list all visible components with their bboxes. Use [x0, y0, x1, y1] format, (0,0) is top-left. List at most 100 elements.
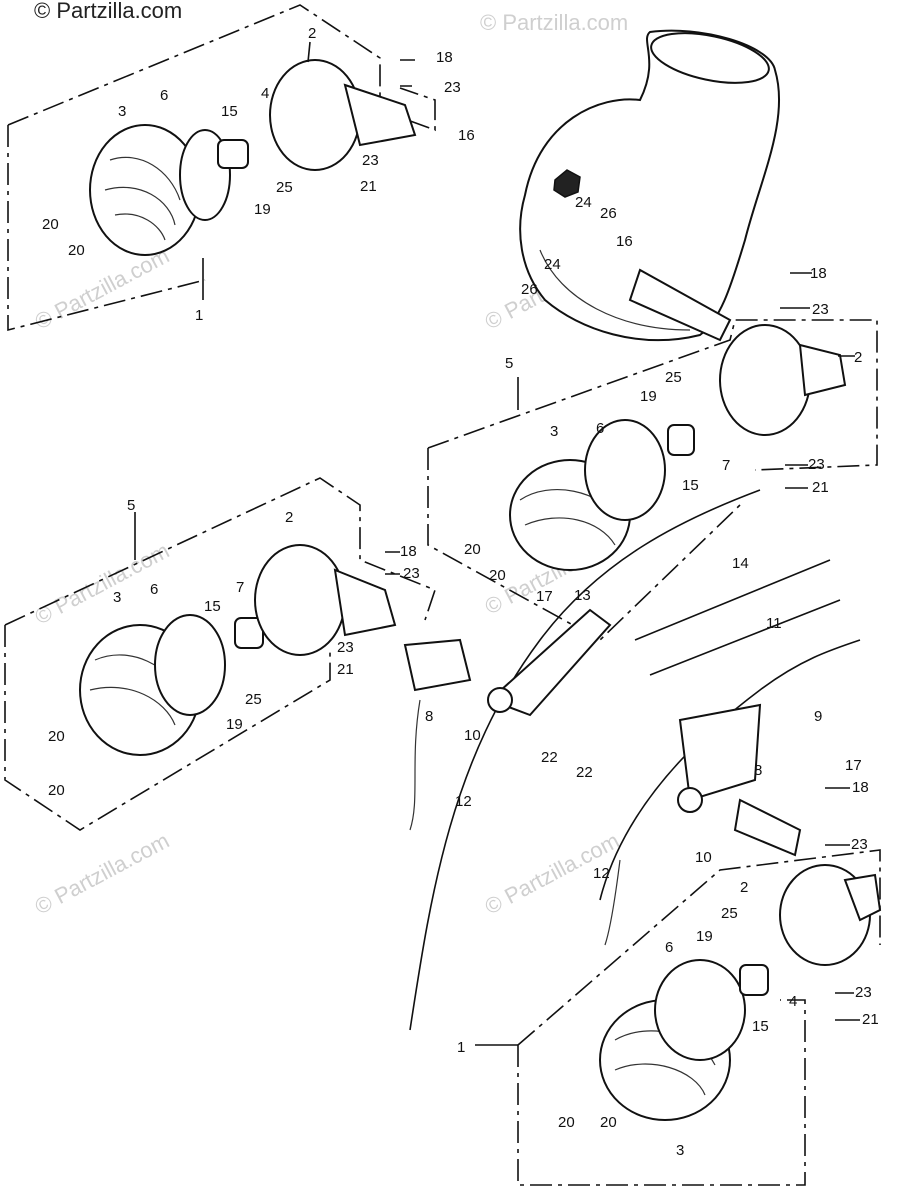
signal-stem	[843, 873, 882, 922]
callout-15: 15	[204, 598, 221, 615]
callout-2: 2	[854, 349, 862, 366]
frame-outline	[409, 489, 761, 1031]
callout-20: 20	[489, 567, 506, 584]
callout-3: 3	[550, 423, 558, 440]
callout-26: 26	[600, 205, 617, 222]
collar	[487, 687, 513, 713]
callout-2: 2	[740, 879, 748, 896]
headlight-case	[519, 29, 781, 342]
callout-20: 20	[558, 1114, 575, 1131]
signal-housing	[269, 59, 361, 171]
callout-12: 12	[455, 793, 472, 810]
stay	[403, 638, 472, 692]
callout-20: 20	[464, 541, 481, 558]
callout-15: 15	[682, 477, 699, 494]
callout-10: 10	[464, 727, 481, 744]
callout-23: 23	[812, 301, 829, 318]
lens-ribs	[104, 156, 181, 241]
callout-23: 23	[851, 836, 868, 853]
turn-signal-right-upper	[509, 268, 847, 571]
headlight-nut	[553, 169, 581, 198]
assembly-boundary-left-middle	[4, 477, 436, 831]
lens-gasket	[654, 959, 746, 1061]
headlight-housing	[519, 29, 781, 342]
callout-16: 16	[616, 233, 633, 250]
bracket	[488, 608, 612, 717]
wire-harness	[634, 559, 831, 641]
bulb	[739, 964, 769, 996]
leader-lines	[134, 41, 860, 1046]
callout-24: 24	[544, 256, 561, 273]
signal-housing	[719, 324, 811, 436]
callout-20: 20	[48, 782, 65, 799]
callout-21: 21	[337, 661, 354, 678]
bulb	[667, 424, 695, 456]
callout-20: 20	[48, 728, 65, 745]
signal-stud	[628, 268, 732, 342]
signal-stem	[798, 343, 847, 397]
copyright-notice: © Partzilla.com	[34, 0, 183, 23]
callout-20: 20	[42, 216, 59, 233]
callout-15: 15	[752, 1018, 769, 1035]
signal-stem	[333, 568, 397, 637]
callout-18: 18	[400, 543, 417, 560]
lens-gasket	[584, 419, 666, 521]
callout-21: 21	[360, 178, 377, 195]
callout-25: 25	[245, 691, 262, 708]
callout-22: 22	[576, 764, 593, 781]
callout-23: 23	[403, 565, 420, 582]
right-stay	[733, 798, 802, 857]
callout-16: 16	[458, 127, 475, 144]
callout-17: 17	[536, 588, 553, 605]
turn-signal-top-left	[89, 59, 417, 256]
callout-25: 25	[276, 179, 293, 196]
turn-signal-bottom-right	[599, 864, 882, 1121]
callout-7: 7	[722, 457, 730, 474]
callout-6: 6	[160, 87, 168, 104]
callout-23: 23	[337, 639, 354, 656]
callout-23: 23	[808, 456, 825, 473]
callout-14: 14	[732, 555, 749, 572]
assembly-boundary-right-upper	[427, 319, 878, 641]
assembly-boundary-bottom-right	[517, 849, 881, 1186]
callout-3: 3	[118, 103, 126, 120]
callout-17: 17	[845, 757, 862, 774]
lens-gasket	[154, 614, 226, 716]
callout-5: 5	[505, 355, 513, 372]
callout-9: 9	[814, 708, 822, 725]
right-collar	[677, 787, 703, 813]
watermark: © Partzilla.com	[480, 10, 628, 35]
right-bracket	[678, 703, 762, 802]
callout-3: 3	[113, 589, 121, 606]
callout-23: 23	[362, 152, 379, 169]
watermark: © Partzilla.com	[31, 828, 174, 920]
headlight-case-opening	[650, 32, 770, 84]
callout-25: 25	[721, 905, 738, 922]
callout-labels: 1 1 2 2 2 2 3 3 3 3 4 4 5 5 6 6 6 6 7 7 …	[42, 25, 879, 1159]
callout-12: 12	[593, 865, 610, 882]
bulb	[217, 139, 249, 169]
callout-20: 20	[600, 1114, 617, 1131]
callout-21: 21	[862, 1011, 879, 1028]
callout-8: 8	[754, 762, 762, 779]
signal-bracket-assembly	[403, 559, 841, 946]
callout-3: 3	[676, 1142, 684, 1159]
callout-18: 18	[436, 49, 453, 66]
callout-5: 5	[127, 497, 135, 514]
headlight-rim	[539, 249, 691, 331]
callout-7: 7	[236, 579, 244, 596]
callout-8: 8	[425, 708, 433, 725]
callout-11: 11	[766, 615, 782, 632]
callout-4: 4	[789, 993, 797, 1010]
callout-2: 2	[308, 25, 316, 42]
callout-24: 24	[575, 194, 592, 211]
watermark: © Partzilla.com	[31, 243, 174, 335]
callout-2: 2	[285, 509, 293, 526]
callout-25: 25	[665, 369, 682, 386]
callout-1: 1	[457, 1039, 465, 1056]
signal-housing	[254, 544, 346, 656]
callout-6: 6	[665, 939, 673, 956]
wire-harness	[649, 599, 841, 676]
